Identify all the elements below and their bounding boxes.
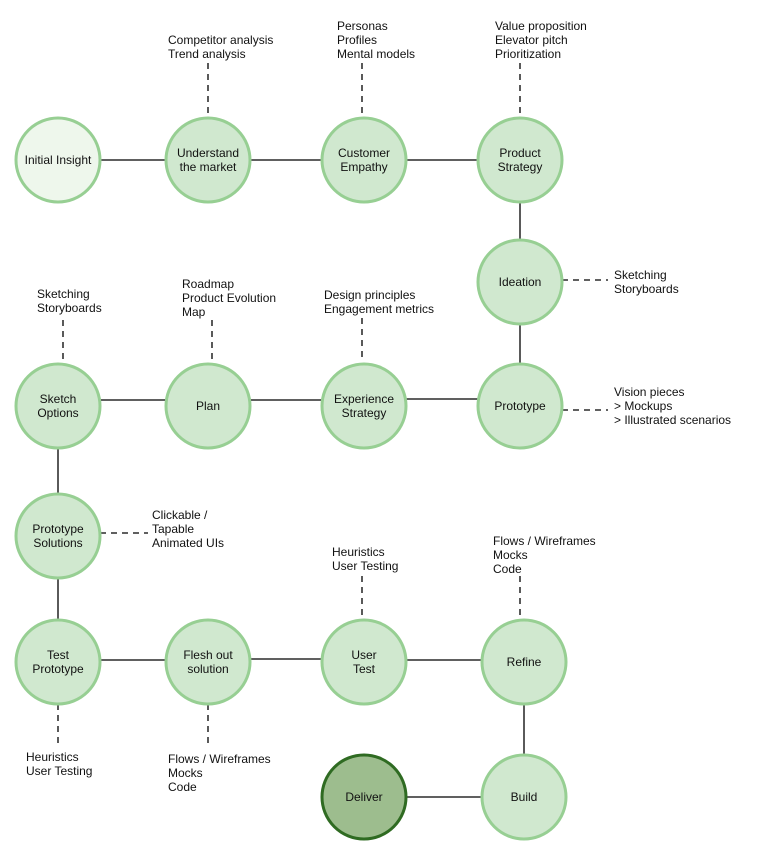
note-market: Competitor analysis Trend analysis [168, 33, 277, 61]
note-strategy: Value proposition Elevator pitch Priorit… [495, 19, 590, 61]
node-label: Prototype [494, 399, 546, 413]
node-label: Product [499, 146, 541, 160]
node-label: Understand [177, 146, 239, 160]
node-build: Build [480, 753, 568, 841]
node-refine: Refine [480, 618, 568, 706]
node-label: Build [511, 790, 538, 804]
node-label: User [351, 648, 376, 662]
svg-text:Build: Build [511, 790, 538, 804]
node-label: the market [180, 160, 237, 174]
node-label: Strategy [342, 406, 387, 420]
note-ideation: Sketching Storyboards [614, 268, 679, 296]
node-label: Ideation [499, 275, 542, 289]
dashed-connectors [57, 63, 608, 748]
svg-text:Prototype: Prototype [494, 399, 546, 413]
note-empathy: Personas Profiles Mental models [337, 19, 415, 61]
note-refine: Flows / Wireframes Mocks Code [493, 534, 599, 576]
node-label: Test [353, 662, 376, 676]
node-label: Experience [334, 392, 394, 406]
svg-text:Refine: Refine [507, 655, 542, 669]
node-label: Test [47, 648, 70, 662]
note-user-test: Heuristics User Testing [332, 545, 398, 573]
node-label: Deliver [345, 790, 382, 804]
svg-text:Plan: Plan [196, 399, 220, 413]
svg-text:Ideation: Ideation [499, 275, 542, 289]
note-test-prototype: Heuristics User Testing [26, 750, 92, 778]
svg-text:Initial Insight: Initial Insight [25, 153, 92, 167]
node-label: Options [37, 406, 78, 420]
node-label: Prototype [32, 662, 84, 676]
note-experience: Design principles Engagement metrics [324, 288, 434, 316]
node-label: Strategy [498, 160, 543, 174]
node-ideation: Ideation [476, 238, 564, 326]
node-deliver: Deliver [320, 753, 408, 841]
node-label: Initial Insight [25, 153, 92, 167]
node-label: Sketch [40, 392, 77, 406]
node-label: Solutions [33, 536, 82, 550]
node-label: Plan [196, 399, 220, 413]
note-prototype-solutions: Clickable / Tapable Animated UIs [152, 508, 224, 550]
node-label: Empathy [340, 160, 387, 174]
node-plan: Plan [164, 362, 252, 450]
node-initial-insight: Initial Insight [14, 116, 102, 204]
node-label: Customer [338, 146, 390, 160]
node-label: Flesh out [183, 648, 233, 662]
node-label: Refine [507, 655, 542, 669]
connectors [57, 159, 525, 798]
note-prototype: Vision pieces > Mockups > Illustrated sc… [614, 385, 731, 427]
note-plan: Roadmap Product Evolution Map [182, 277, 279, 319]
svg-text:Deliver: Deliver [345, 790, 382, 804]
node-label: Prototype [32, 522, 84, 536]
node-label: solution [187, 662, 228, 676]
note-flesh-out: Flows / Wireframes Mocks Code [168, 752, 274, 794]
node-prototype: Prototype [476, 362, 564, 450]
note-sketch: Sketching Storyboards [37, 287, 102, 315]
